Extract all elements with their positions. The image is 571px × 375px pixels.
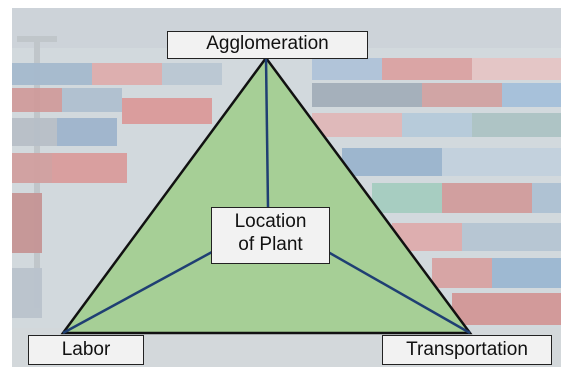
node-transportation: Transportation — [382, 335, 552, 365]
node-location-line-1: Location — [234, 211, 307, 232]
node-location-of-plant: Location of Plant — [211, 207, 330, 264]
node-labor-label: Labor — [61, 339, 111, 360]
connector-labor — [62, 250, 213, 335]
node-agglomeration-label: Agglomeration — [206, 33, 329, 54]
node-location-line-2: of Plant — [238, 234, 303, 255]
connector-transportation — [327, 250, 471, 335]
node-transportation-label: Transportation — [406, 339, 528, 360]
connector-agglomeration — [264, 57, 270, 208]
factors-triangle — [60, 55, 473, 335]
node-labor: Labor — [28, 335, 144, 365]
node-agglomeration: Agglomeration — [167, 31, 368, 59]
